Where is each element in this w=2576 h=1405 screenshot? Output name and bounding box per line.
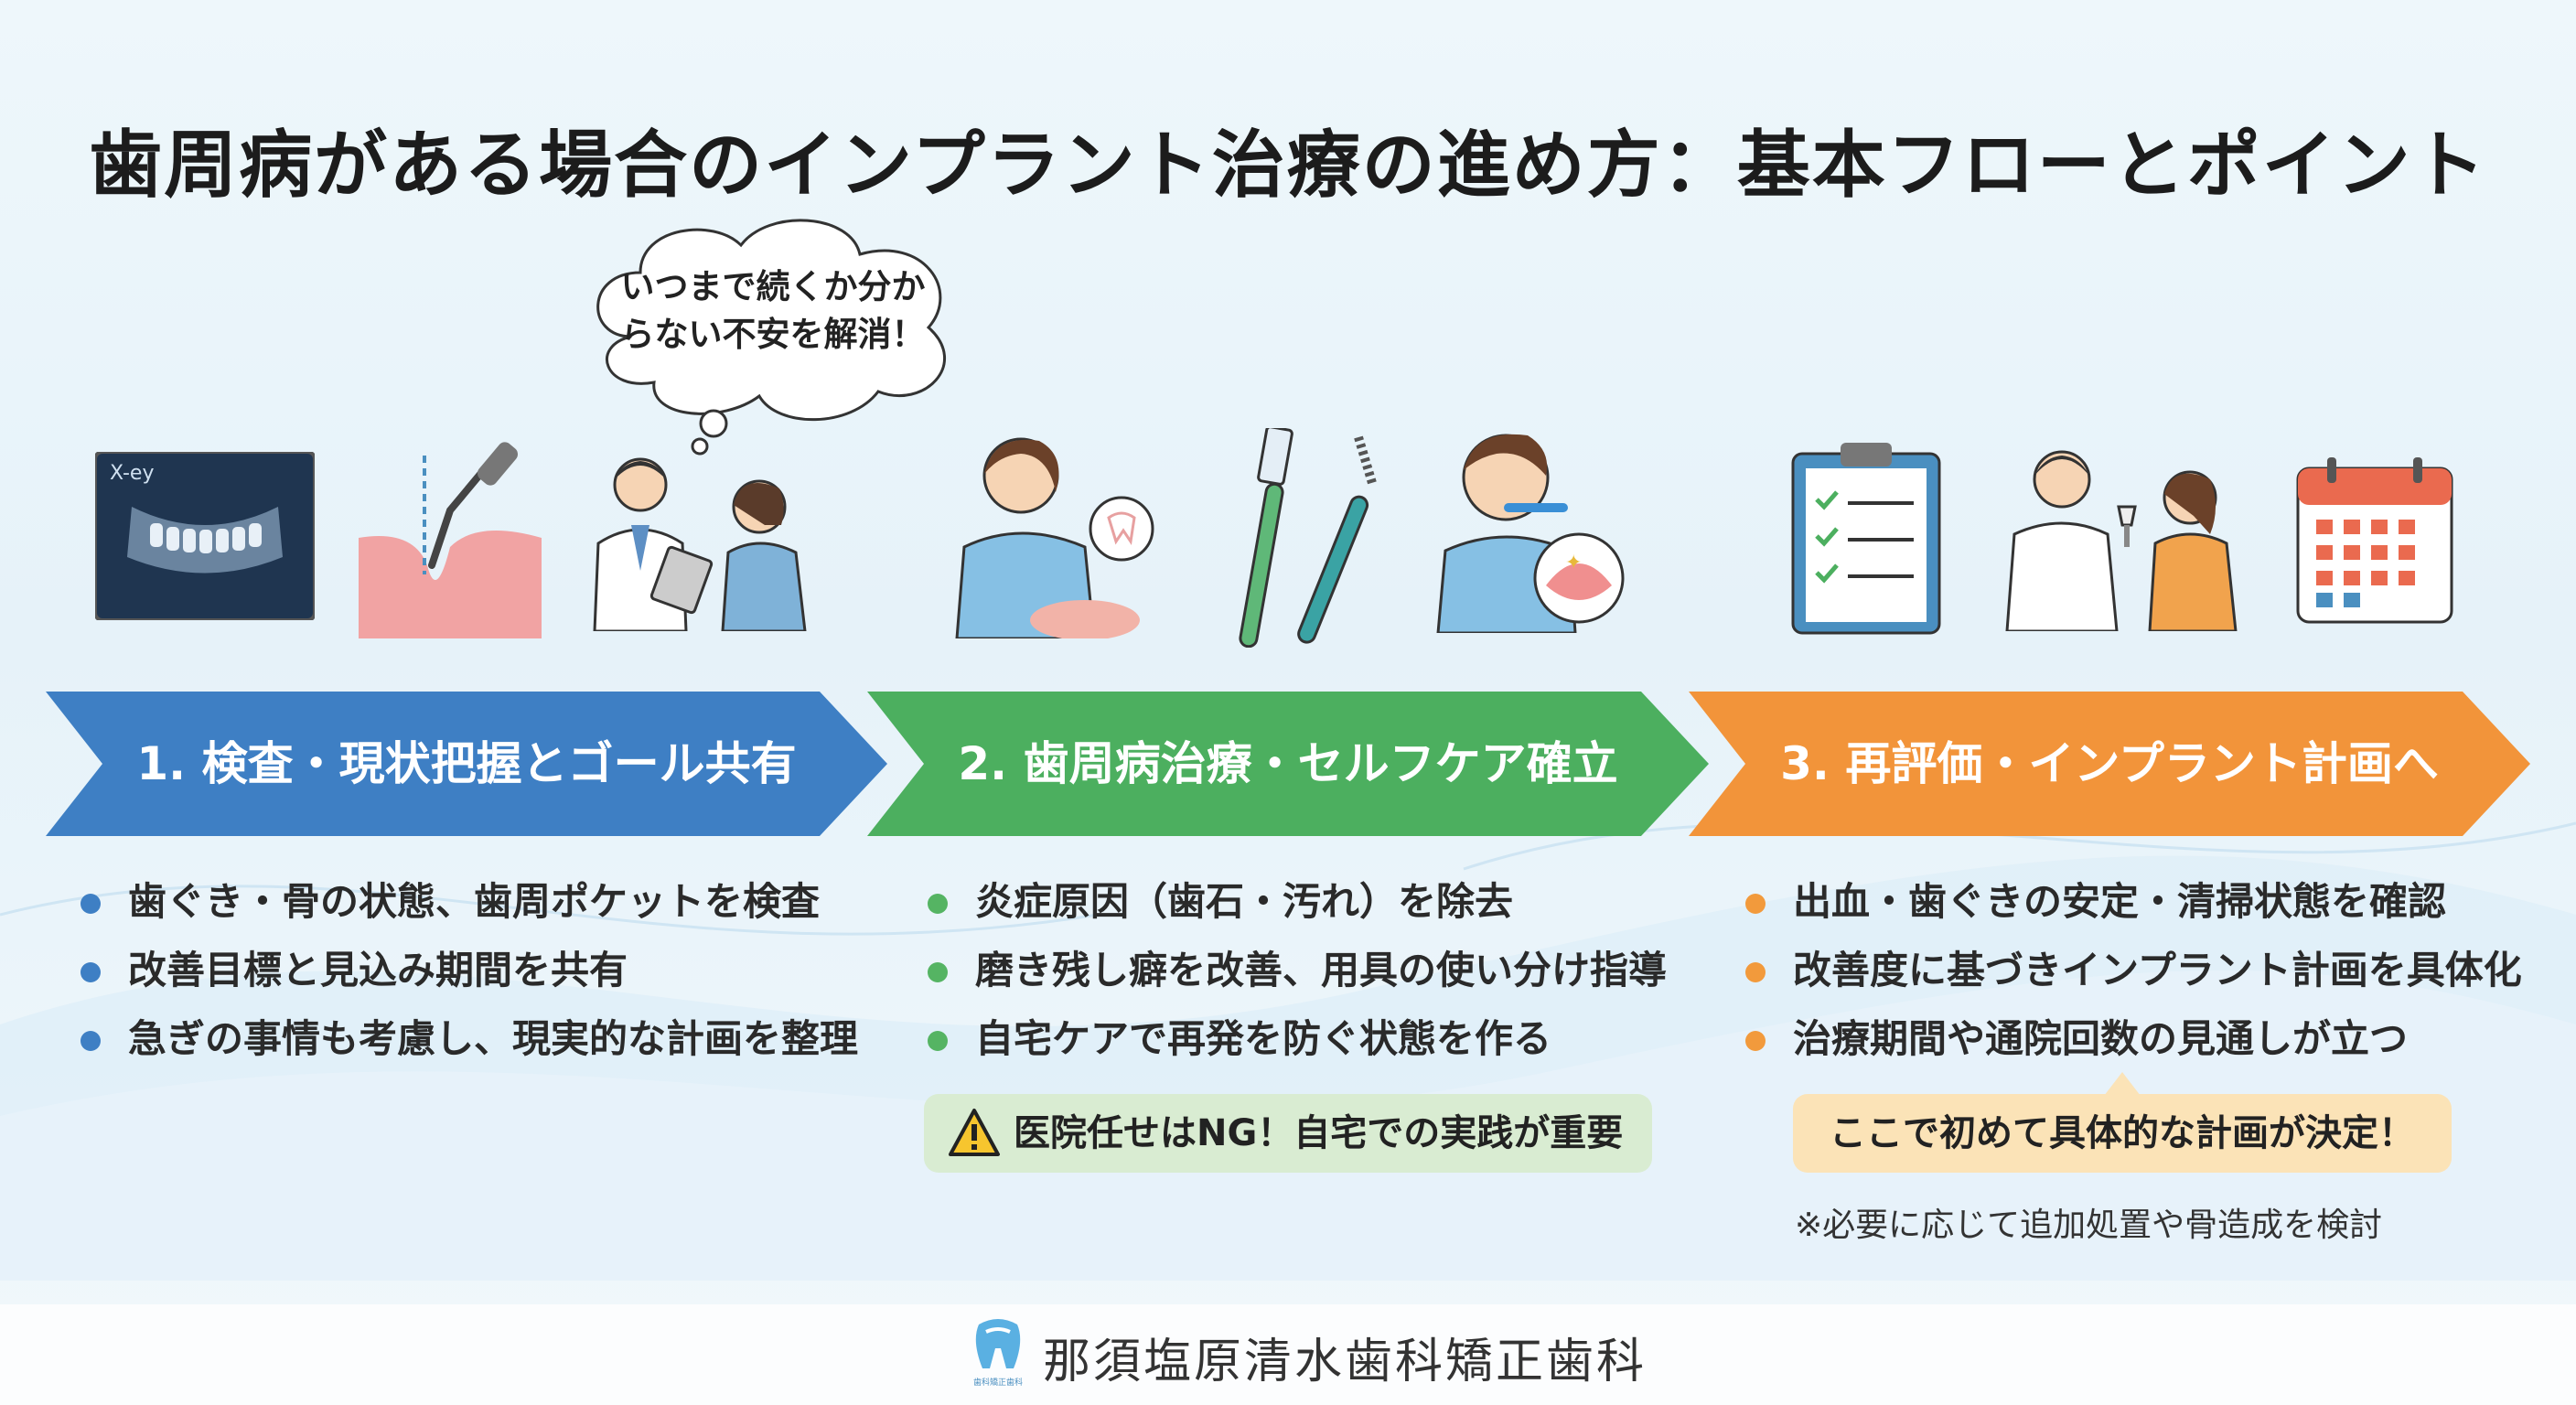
list-item: 急ぎの事情も考慮し、現実的な計画を整理 bbox=[77, 1004, 858, 1073]
thought-bubble-icon bbox=[596, 219, 947, 456]
list-item: 炎症原因（歯石・汚れ）を除去 bbox=[924, 867, 1667, 936]
footer bbox=[0, 1304, 2576, 1405]
list-item: 治療期間や通院回数の見通しが立つ bbox=[1742, 1004, 2522, 1073]
tooth-logo-icon bbox=[975, 1319, 1021, 1368]
calendar-icon bbox=[2296, 457, 2453, 624]
xray-icon: X-ey bbox=[95, 452, 315, 620]
step-1-chevron: 1. 検査・現状把握とゴール共有 bbox=[46, 692, 887, 836]
plan-decided-callout: ここで初めて具体的な計画が決定！ bbox=[1793, 1094, 2452, 1173]
page-title: 歯周病がある場合のインプラント治療の進め方：基本フローとポイント bbox=[89, 122, 2487, 208]
callout-pointer bbox=[2104, 1072, 2141, 1096]
thought-bubble-text: いつまで続くか分か らない不安を解消！ bbox=[620, 267, 926, 354]
additional-treatment-note: ※必要に応じて追加処置や骨造成を検討 bbox=[1795, 1207, 2383, 1244]
step-1-bullets: 歯ぐき・骨の状態、歯周ポケットを検査 改善目標と見込み期間を共有 急ぎの事情も考… bbox=[77, 867, 858, 1073]
list-item: 歯ぐき・骨の状態、歯周ポケットを検査 bbox=[77, 867, 858, 936]
warning-text: 医院任せはNG！自宅での実践が重要 bbox=[1014, 1112, 1624, 1154]
step-2-chevron: 2. 歯周病治療・セルフケア確立 bbox=[867, 692, 1709, 836]
periodontal-probe-icon bbox=[359, 442, 542, 638]
warning-icon bbox=[949, 1109, 1000, 1156]
doctor-consultation-icon bbox=[593, 457, 807, 631]
list-item: 出血・歯ぐきの安定・清掃状態を確認 bbox=[1742, 867, 2522, 936]
svg-text:✦: ✦ bbox=[1565, 552, 1582, 574]
step-3-label: 3. 再評価・インプラント計画へ bbox=[1780, 737, 2439, 790]
svg-text:X-ey: X-ey bbox=[110, 462, 154, 485]
step-2-bullets: 炎症原因（歯石・汚れ）を除去 磨き残し癖を改善、用具の使い分け指導 自宅ケアで再… bbox=[924, 867, 1667, 1073]
step-1-label: 1. 検査・現状把握とゴール共有 bbox=[136, 737, 797, 790]
step-3-chevron: 3. 再評価・インプラント計画へ bbox=[1689, 692, 2530, 836]
logo-caption: 歯科矯正歯科 bbox=[972, 1378, 1023, 1388]
checklist-clipboard-icon bbox=[1791, 443, 1941, 635]
list-item: 改善度に基づきインプラント計画を具体化 bbox=[1742, 936, 2522, 1004]
home-care-warning-callout: 医院任せはNG！自宅での実践が重要 bbox=[924, 1094, 1652, 1173]
list-item: 磨き残し癖を改善、用具の使い分け指導 bbox=[924, 936, 1667, 1004]
step-3-bullets: 出血・歯ぐきの安定・清掃状態を確認 改善度に基づきインプラント計画を具体化 治療… bbox=[1742, 867, 2522, 1073]
hygienist-cleaning-icon bbox=[955, 437, 1154, 638]
clinic-name: 那須塩原清水歯科矯正歯科 bbox=[1043, 1335, 1648, 1389]
doctor-implant-explanation-icon bbox=[2005, 450, 2238, 631]
toothbrush-icon bbox=[1239, 428, 1377, 648]
patient-brushing-icon: ✦ bbox=[1436, 434, 1625, 633]
list-item: 改善目標と見込み期間を共有 bbox=[77, 936, 858, 1004]
step-2-label: 2. 歯周病治療・セルフケア確立 bbox=[958, 737, 1618, 790]
list-item: 自宅ケアで再発を防ぐ状態を作る bbox=[924, 1004, 1667, 1073]
